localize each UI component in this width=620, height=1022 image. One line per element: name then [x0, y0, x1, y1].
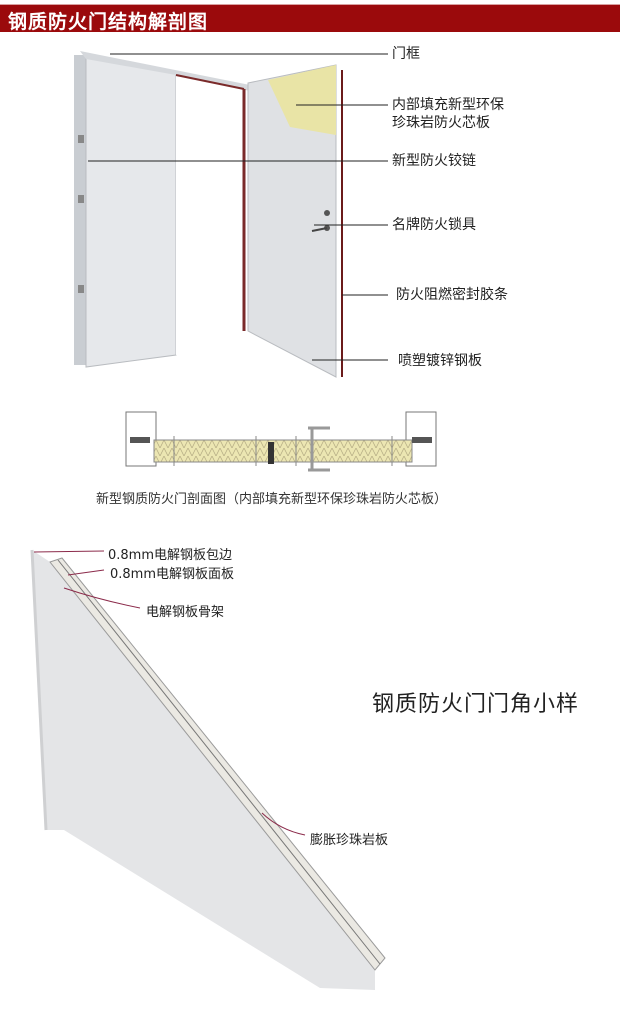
callout-core-line2: 珍珠岩防火芯板: [392, 115, 490, 131]
corner-sample-illustration: [30, 549, 386, 990]
callout-skeleton: 电解钢板骨架: [146, 605, 225, 620]
callout-perlite: 膨胀珍珠岩板: [310, 833, 389, 848]
callout-seal: 防火阻燃密封胶条: [396, 287, 508, 303]
header-banner: 钢质防火门结构解剖图: [0, 4, 620, 33]
callout-edge: 0.8mm电解钢板包边: [108, 548, 233, 563]
callout-face: 0.8mm电解钢板面板: [110, 567, 235, 582]
callout-frame: 门框: [392, 46, 420, 62]
callout-panel: 喷塑镀锌钢板: [398, 353, 482, 369]
page-title: 钢质防火门结构解剖图: [8, 11, 209, 33]
core-cutaway: [268, 65, 336, 135]
door-illustration: [74, 51, 388, 378]
corner-sample-title: 钢质防火门门角小样: [372, 692, 580, 717]
callout-core-line1: 内部填充新型环保: [392, 97, 504, 113]
callout-hinge: 新型防火铰链: [392, 153, 476, 169]
cross-section-diagram: [125, 411, 437, 472]
section-caption: 新型钢质防火门剖面图（内部填充新型环保珍珠岩防火芯板）: [96, 492, 448, 507]
callout-lock: 名牌防火锁具: [392, 217, 476, 233]
